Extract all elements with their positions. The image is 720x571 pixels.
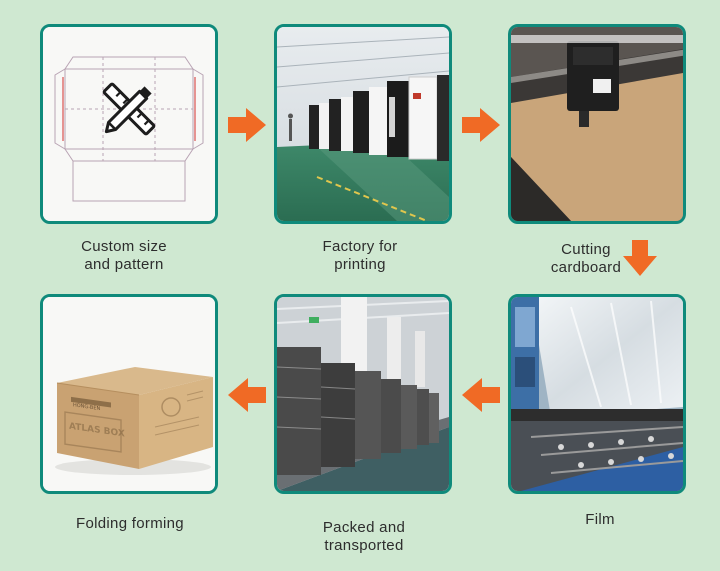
step-caption-folding-forming: Folding forming: [76, 515, 184, 532]
pencil-ruler-icon: [102, 82, 156, 136]
arrow-down-icon: [623, 240, 657, 276]
arrow-left-icon: [462, 378, 500, 412]
step-caption-cutting-cardboard: Cutting cardboard: [550, 241, 622, 276]
step-card-film: [508, 294, 686, 494]
film-laminating-photo: [511, 297, 683, 491]
step-caption-packed-transported: Packed and transported: [322, 519, 406, 554]
arrow-right-icon: [462, 108, 500, 142]
step-card-factory-printing: [274, 24, 452, 224]
warehouse-photo: [277, 297, 449, 491]
step-caption-custom-size: Custom size and pattern: [81, 238, 167, 273]
box-brand-text: HONG-BEN: [73, 402, 100, 412]
step-caption-factory-printing: Factory for printing: [322, 238, 398, 273]
step-card-packed-transported: [274, 294, 452, 494]
factory-photo: [277, 27, 449, 221]
step-caption-film: Film: [585, 511, 615, 528]
cardboard-box-photo: HONG-BEN ATLAS BOX: [43, 297, 215, 491]
step-card-cutting-cardboard: [508, 24, 686, 224]
arrow-right-icon: [228, 108, 266, 142]
dieline-illustration: [43, 27, 215, 221]
cutting-machine-photo: [511, 27, 683, 221]
arrow-left-icon: [228, 378, 266, 412]
step-card-folding-forming: HONG-BEN ATLAS BOX: [40, 294, 218, 494]
step-card-custom-size: [40, 24, 218, 224]
